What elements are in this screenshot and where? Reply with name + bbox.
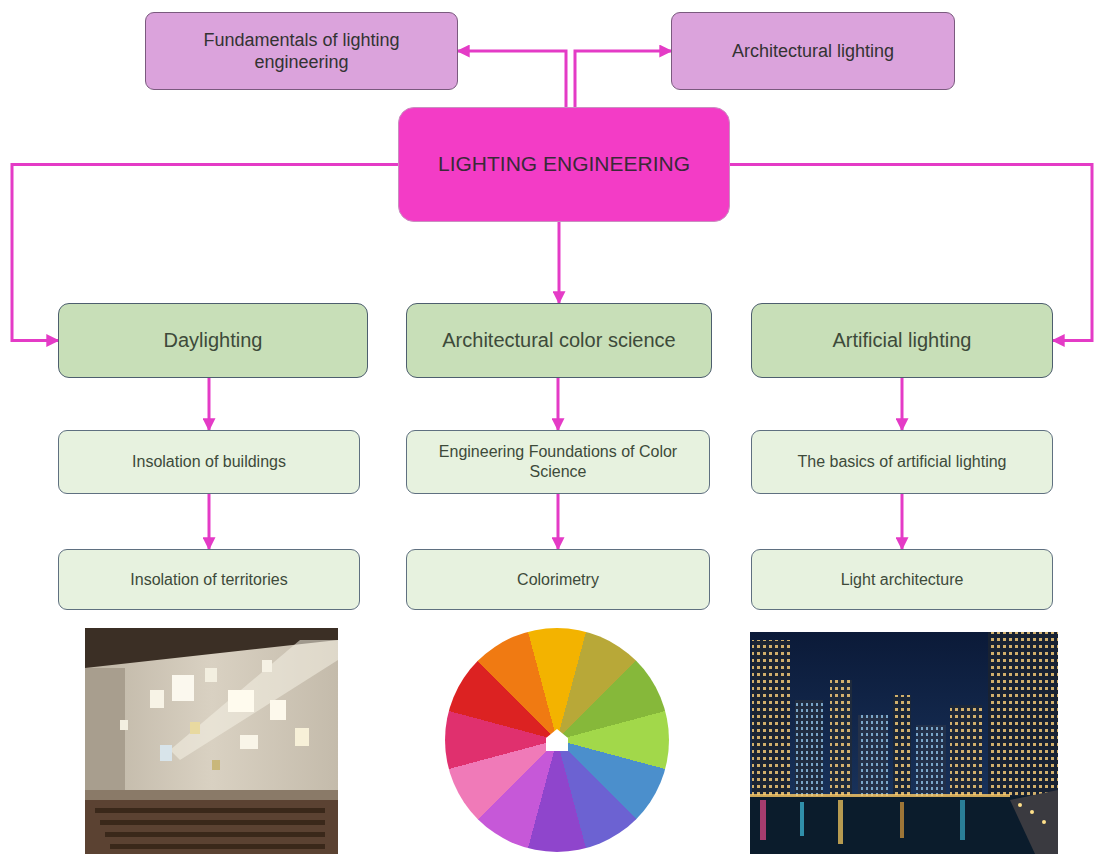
root-box: LIGHTING ENGINEERING xyxy=(398,107,730,222)
box-label: Architectural lighting xyxy=(732,40,894,63)
module-box: Fundamentals of lighting engineering xyxy=(145,12,458,90)
box-label: Insolation of territories xyxy=(130,570,287,590)
box-label: Daylighting xyxy=(164,328,263,353)
box-label: Fundamentals of lighting engineering xyxy=(158,29,445,74)
topic-box: The basics of artificial lighting xyxy=(751,430,1053,494)
box-label: Artificial lighting xyxy=(833,328,972,353)
box-label: LIGHTING ENGINEERING xyxy=(438,151,690,177)
topic-box: Engineering Foundations of Color Science xyxy=(406,430,710,494)
connector-arrow xyxy=(558,222,561,303)
connector-arrow xyxy=(458,51,566,107)
box-label: Architectural color science xyxy=(442,328,675,353)
artificial-lighting-photo xyxy=(750,632,1058,854)
topic-box: Insolation of buildings xyxy=(58,430,360,494)
box-label: Colorimetry xyxy=(517,570,599,590)
box-label: Engineering Foundations of Color Science xyxy=(419,442,697,482)
box-label: Light architecture xyxy=(841,570,964,590)
box-label: Insolation of buildings xyxy=(132,452,286,472)
module-box: Architectural lighting xyxy=(671,12,955,90)
section-box: Artificial lighting xyxy=(751,303,1053,378)
daylighting-photo xyxy=(85,628,338,854)
connector-arrow xyxy=(901,494,904,549)
topic-box: Colorimetry xyxy=(406,549,710,610)
section-box: Daylighting xyxy=(58,303,368,378)
topic-box: Insolation of territories xyxy=(58,549,360,610)
connector-arrow xyxy=(901,378,904,430)
connector-arrow xyxy=(208,378,211,430)
section-box: Architectural color science xyxy=(406,303,712,378)
connector-arrow xyxy=(575,51,671,107)
box-label: The basics of artificial lighting xyxy=(798,452,1007,472)
connector-arrow xyxy=(557,494,560,549)
topic-box: Light architecture xyxy=(751,549,1053,610)
connector-arrow xyxy=(557,378,560,430)
wheel-house-icon xyxy=(545,728,569,752)
connector-arrow xyxy=(208,494,211,549)
